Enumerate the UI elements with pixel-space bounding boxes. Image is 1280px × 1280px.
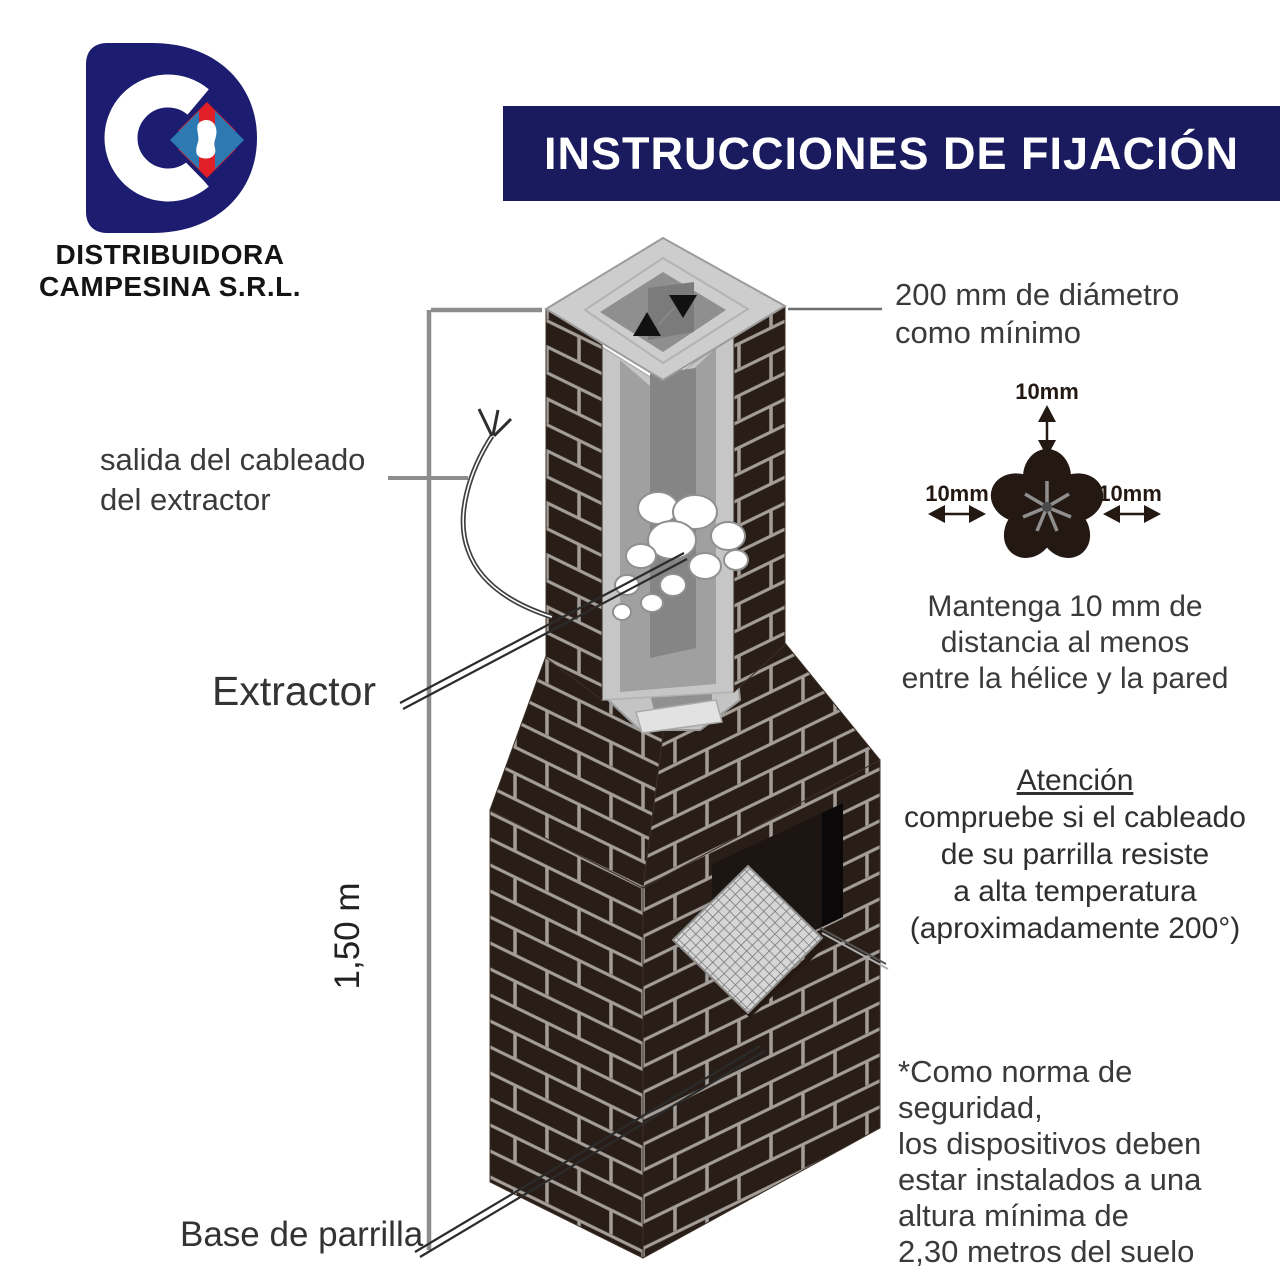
chimney-illustration [460, 236, 889, 1259]
clearance-arrow-right-icon [1103, 505, 1161, 523]
clearance-label-right: 10mm [1098, 481, 1162, 506]
grill-base-label: Base de parrilla [180, 1215, 424, 1254]
dimension-line-150m [426, 307, 542, 1250]
company-logo-icon [86, 43, 257, 233]
title-banner: INSTRUCCIONES DE FIJACIÓN [503, 106, 1280, 201]
fan-clearance-diagram [928, 405, 1161, 558]
clearance-arrow-left-icon [928, 505, 986, 523]
height-dimension-label: 1,50 m [328, 882, 367, 990]
clearance-label-top: 10mm [1015, 379, 1079, 404]
attention-title: Atención [1016, 764, 1134, 797]
company-name-line2: CAMPESINA S.R.L. [38, 271, 302, 302]
safety-note: *Como norma de seguridad, los dispositiv… [898, 1054, 1202, 1269]
page-title: INSTRUCCIONES DE FIJACIÓN [543, 127, 1240, 179]
diameter-note: 200 mm de diámetro como mínimo [895, 277, 1180, 350]
company-name-line1: DISTRIBUIDORA [55, 239, 285, 270]
extractor-leader-line [399, 552, 688, 710]
keep-distance-note: Mantenga 10 mm de distancia al menos ent… [901, 590, 1229, 695]
attention-note: Atención compruebe si el cableado de su … [870, 762, 1280, 947]
cable-exit-label: salida del cableado del extractor [100, 442, 366, 517]
extractor-device [612, 491, 749, 621]
clearance-label-left: 10mm [925, 481, 989, 506]
company-name: DISTRIBUIDORA CAMPESINA S.R.L. [10, 239, 330, 303]
airflow-arrows-icon [633, 295, 697, 336]
grill-base-leader-line [414, 1045, 766, 1258]
fan-icon [990, 449, 1104, 558]
extractor-cable [460, 408, 553, 620]
clearance-arrow-top-icon [1038, 405, 1056, 457]
grill-base [671, 864, 889, 1018]
extractor-label: Extractor [212, 668, 377, 714]
